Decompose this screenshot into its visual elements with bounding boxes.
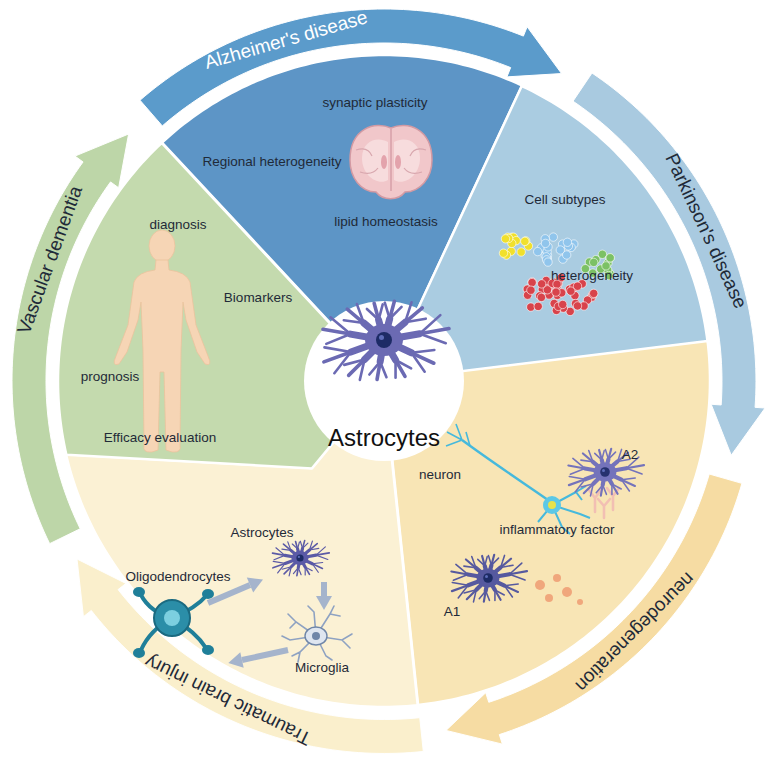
astrocyte-body: [477, 568, 500, 587]
brain-outline: [350, 126, 432, 199]
oligodendrocyte-nucleus: [164, 610, 180, 626]
center-title: Astrocytes: [328, 424, 440, 452]
topic-label: Astrocytes: [230, 525, 293, 541]
cluster-dot: [598, 250, 606, 258]
neuron-soma: [543, 496, 561, 514]
topic-label: neuron: [419, 467, 461, 483]
human-head: [149, 230, 175, 262]
brain-illustration: [350, 126, 432, 199]
cluster-dot: [517, 248, 525, 256]
cluster-dot: [541, 239, 549, 247]
cluster-dot: [549, 233, 557, 241]
astrocyte-nucleus: [296, 554, 303, 561]
arrow-shaft: [321, 582, 327, 597]
cytokine-dot: [535, 580, 545, 590]
astrocyte-nucleus: [376, 332, 392, 348]
cluster-dot: [528, 278, 536, 286]
astrocyte-nucleus: [483, 573, 493, 583]
brain-hemisphere: [362, 139, 388, 181]
myelin-end: [202, 589, 214, 599]
cluster-dot: [556, 246, 564, 254]
cluster-dot: [522, 237, 530, 245]
cluster-dot: [534, 302, 542, 310]
microglia-body: [305, 627, 327, 645]
topic-label: Efficacy evaluation: [104, 430, 216, 446]
brain-ventricle: [381, 155, 387, 169]
nucleus-highlight: [602, 469, 605, 472]
topic-label: Microglia: [295, 660, 349, 676]
topic-label: Oligodendrocytes: [125, 569, 230, 585]
cluster-dot: [567, 287, 575, 295]
cluster-dot: [544, 258, 552, 266]
myelin-end: [133, 648, 145, 658]
topic-label: prognosis: [81, 369, 140, 385]
center-disc: [304, 301, 464, 461]
nucleus-highlight: [485, 575, 488, 578]
brain-gyri: [356, 149, 426, 173]
topic-label: Cell subtypes: [524, 192, 605, 208]
neuron-nucleus: [548, 501, 556, 509]
topic-label: diagnosis: [149, 217, 206, 233]
topic-label: Biomarkers: [224, 290, 292, 306]
cluster-dot: [527, 303, 535, 311]
cluster-dot: [534, 247, 542, 255]
topic-label: heterogeneity: [551, 268, 633, 284]
brain-hemisphere: [394, 139, 420, 181]
topic-label: lipid homeostasis: [334, 214, 438, 230]
cluster-dot: [590, 258, 598, 266]
myelin-end: [202, 645, 214, 655]
cytokine-dot: [545, 594, 553, 602]
topic-label: A1: [444, 604, 461, 620]
cluster-dot: [537, 293, 545, 301]
astrocyte-body: [594, 462, 617, 481]
cytokine-dot: [577, 599, 583, 605]
cluster-dot: [589, 290, 597, 298]
cluster-dot: [606, 254, 614, 262]
topic-label: A2: [622, 447, 639, 463]
astrocyte-branch: [611, 484, 613, 495]
astrocyte-branch: [494, 590, 496, 601]
myelin-end: [133, 587, 145, 597]
cluster-dot: [528, 278, 536, 286]
cluster-dot: [527, 286, 535, 294]
cluster-dot: [559, 300, 567, 308]
astrocyte-body: [291, 551, 308, 565]
cluster-dot: [590, 289, 598, 297]
cluster-dot: [573, 302, 581, 310]
topic-label: synaptic plasticity: [322, 95, 427, 111]
astrocyte-branch: [305, 567, 306, 575]
microglia-nucleus: [312, 632, 320, 640]
oligodendrocyte-body: [154, 600, 190, 636]
cluster-dot: [521, 237, 529, 245]
topic-label: Regional heterogeneity: [203, 154, 342, 170]
astrocyte-body: [365, 324, 403, 356]
astrocyte-branch: [394, 360, 397, 378]
cytokine-dot: [553, 574, 561, 582]
brain-ventricle: [395, 155, 401, 169]
cytokine-dot: [562, 587, 572, 597]
cluster-dot: [606, 254, 614, 262]
topic-label: inflammatory factor: [500, 522, 615, 538]
cluster-dot: [501, 235, 509, 243]
nucleus-highlight: [298, 556, 300, 558]
astrocyte-nucleus: [600, 467, 610, 477]
cluster-dot: [538, 280, 546, 288]
cluster-dot: [499, 249, 507, 257]
nucleus-highlight: [379, 335, 384, 340]
cluster-dot: [552, 288, 560, 296]
cluster-dot: [563, 238, 571, 246]
brain-midline: [390, 129, 391, 191]
